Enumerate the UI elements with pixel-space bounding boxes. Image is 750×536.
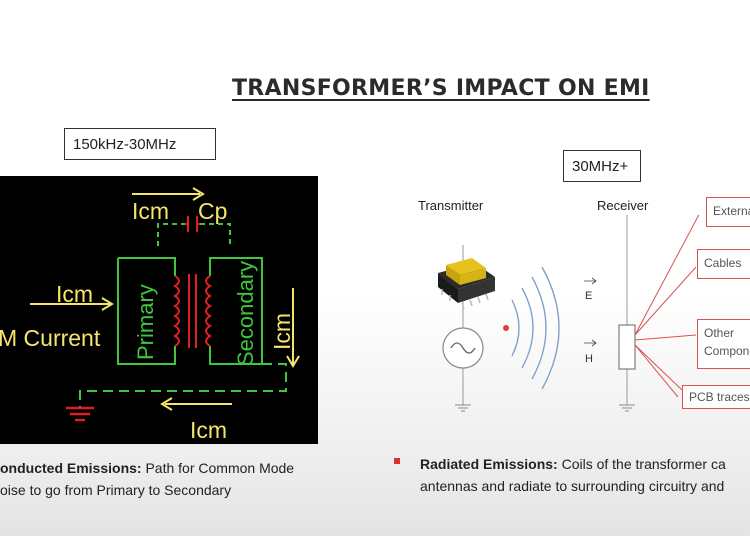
- cp-right-lead: [200, 223, 231, 248]
- coupling-lines: [634, 215, 700, 398]
- emission-source-dot: [503, 325, 509, 331]
- transmitter-ground-icon: [455, 404, 471, 412]
- target-other-line2: Compon: [704, 344, 750, 358]
- conducted-frequency-box: 150kHz-30MHz: [64, 128, 216, 160]
- slide-title: TRANSFORMER’S IMPACT ON EMI: [232, 76, 650, 101]
- receiver-component: [618, 324, 636, 370]
- target-pcb-traces-box: PCB traces: [682, 385, 750, 409]
- transformer-component-icon: [438, 258, 495, 310]
- radiated-frequency-box: 30MHz+: [563, 150, 641, 182]
- transformer-coils-icon: [173, 274, 212, 348]
- secondary-wire: [209, 257, 263, 365]
- conducted-caption-text: Path for Common Mode: [141, 460, 295, 476]
- cp-capacitor-icon: [185, 216, 200, 232]
- radiated-caption: Radiated Emissions: Coils of the transfo…: [420, 453, 750, 497]
- icm-left-label: Icm: [56, 281, 93, 307]
- ground-icon: [66, 406, 94, 422]
- conducted-caption-line2: oise to go from Primary to Secondary: [0, 482, 232, 498]
- radiated-caption-line2: antennas and radiate to surrounding circ…: [420, 478, 725, 494]
- conducted-circuit-diagram: Icm Cp Icm M Current Icm Icm Primary Sec…: [0, 176, 318, 444]
- target-external-box: Externa: [706, 197, 750, 227]
- radiated-diagram: E H: [438, 215, 700, 412]
- primary-label: Primary: [133, 284, 158, 360]
- circuit-svg: Icm Cp Icm M Current Icm Icm Primary Sec…: [0, 187, 300, 443]
- target-other-components-box: Other Compon: [697, 319, 750, 369]
- cp-label: Cp: [198, 198, 227, 224]
- e-field-label: E: [585, 290, 592, 302]
- primary-bottom-wire: [117, 258, 176, 365]
- conducted-caption: onducted Emissions: Path for Common Mode…: [0, 457, 360, 501]
- conducted-caption-heading: onducted Emissions:: [0, 460, 142, 476]
- icm-bottom-label: Icm: [190, 417, 227, 443]
- primary-top-wire: [118, 257, 176, 276]
- radiated-caption-text: Coils of the transformer ca: [557, 456, 726, 472]
- receiver-label: Receiver: [597, 198, 649, 213]
- icm-top-label: Icm: [132, 198, 169, 224]
- cp-left-lead: [157, 223, 185, 246]
- h-field-label: H: [585, 353, 593, 365]
- target-cables-box: Cables: [697, 249, 750, 279]
- radiated-caption-heading: Radiated Emissions:: [420, 456, 558, 472]
- radiated-waves: [511, 266, 560, 390]
- receiver-ground-icon: [619, 404, 635, 412]
- secondary-label: Secondary: [233, 261, 258, 366]
- return-path-wire: [79, 363, 287, 408]
- bullet-icon: [394, 458, 400, 464]
- icm-right-label: Icm: [269, 313, 295, 350]
- transmitter-label: Transmitter: [418, 198, 484, 213]
- target-other-line1: Other: [704, 326, 735, 340]
- cm-current-label: M Current: [0, 325, 101, 351]
